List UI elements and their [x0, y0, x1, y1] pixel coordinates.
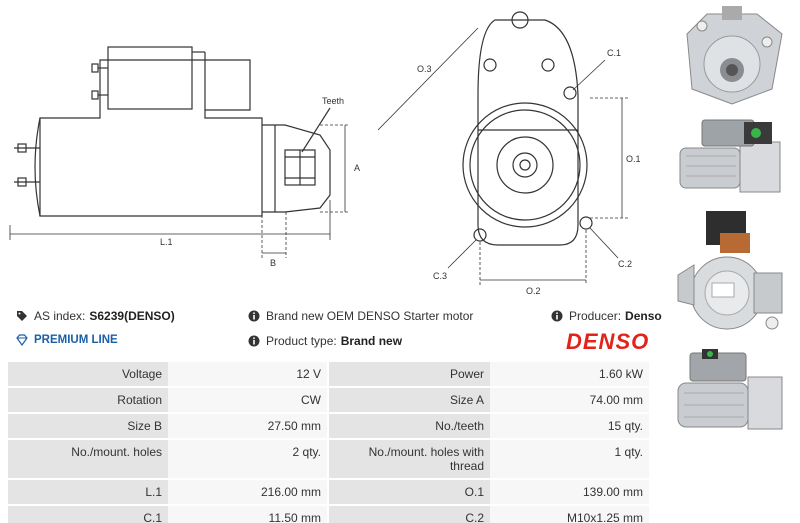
product-photos	[660, 0, 800, 523]
spec-label: C.2	[328, 505, 490, 523]
product-photo-front[interactable]	[672, 4, 790, 108]
premium-line[interactable]: PREMIUM LINE	[16, 334, 118, 346]
spec-label: Voltage	[8, 362, 168, 388]
spec-label: No./mount. holes	[8, 439, 168, 480]
label-c2: C.2	[618, 259, 632, 269]
spec-label: Rotation	[8, 387, 168, 414]
spec-label: O.1	[328, 479, 490, 506]
product-type-value: Brand new	[340, 334, 403, 348]
label-o2: O.2	[526, 286, 541, 296]
spec-value: 12 V	[168, 362, 329, 388]
spec-value: M10x1.25 mm	[490, 505, 651, 523]
label-teeth: Teeth	[322, 96, 344, 106]
spec-value: 74.00 mm	[490, 387, 651, 414]
spec-label: Size A	[328, 387, 490, 414]
label-a: A	[354, 163, 360, 173]
description: Brand new OEM DENSO Starter motor	[248, 309, 473, 323]
label-o1: O.1	[626, 154, 641, 164]
producer: Producer: Denso	[551, 309, 662, 323]
info-icon	[248, 310, 260, 322]
spec-value: 15 qty.	[490, 413, 651, 440]
label-c3: C.3	[433, 271, 447, 281]
label-c1: C.1	[607, 48, 621, 58]
spec-value: 139.00 mm	[490, 479, 651, 506]
label-o3: O.3	[417, 64, 432, 74]
product-photo-angle[interactable]	[672, 345, 790, 443]
spec-value: 2 qty.	[168, 439, 329, 480]
denso-logo: DENSO	[566, 329, 650, 354]
spec-value: 216.00 mm	[168, 479, 329, 506]
tag-icon	[16, 310, 28, 322]
diamond-icon	[16, 334, 28, 346]
info-icon	[248, 335, 260, 347]
label-b: B	[270, 258, 276, 268]
product-type: Product type: Brand new	[248, 334, 402, 348]
spec-label: No./mount. holes with thread	[328, 439, 490, 480]
as-index-label: AS index:	[34, 309, 86, 323]
producer-label: Producer:	[569, 309, 622, 323]
info-icon	[551, 310, 563, 322]
producer-value: Denso	[625, 309, 662, 323]
spec-value: 27.50 mm	[168, 413, 329, 440]
description-text: Brand new OEM DENSO Starter motor	[266, 309, 474, 323]
as-index-value: S6239(DENSO)	[89, 309, 175, 323]
spec-label: C.1	[8, 505, 168, 523]
spec-label: Size B	[8, 413, 168, 440]
label-l1: L.1	[160, 237, 173, 247]
product-photo-rear[interactable]	[672, 205, 790, 335]
product-photo-side[interactable]	[672, 116, 790, 200]
spec-value: 11.50 mm	[168, 505, 329, 523]
spec-value: 1.60 kW	[490, 362, 651, 388]
technical-drawing: Teeth A B L.1 O.3 C.1 O.1 C.2 C.3 O.2	[9, 11, 641, 296]
premium-line-label: PREMIUM LINE	[34, 334, 118, 346]
spec-value: 1 qty.	[490, 439, 651, 480]
spec-value: CW	[168, 387, 329, 414]
spec-label: L.1	[8, 479, 168, 506]
as-index: AS index: S6239(DENSO)	[16, 309, 175, 323]
spec-label: No./teeth	[328, 413, 490, 440]
product-type-label: Product type:	[266, 334, 337, 348]
spec-label: Power	[328, 362, 490, 388]
